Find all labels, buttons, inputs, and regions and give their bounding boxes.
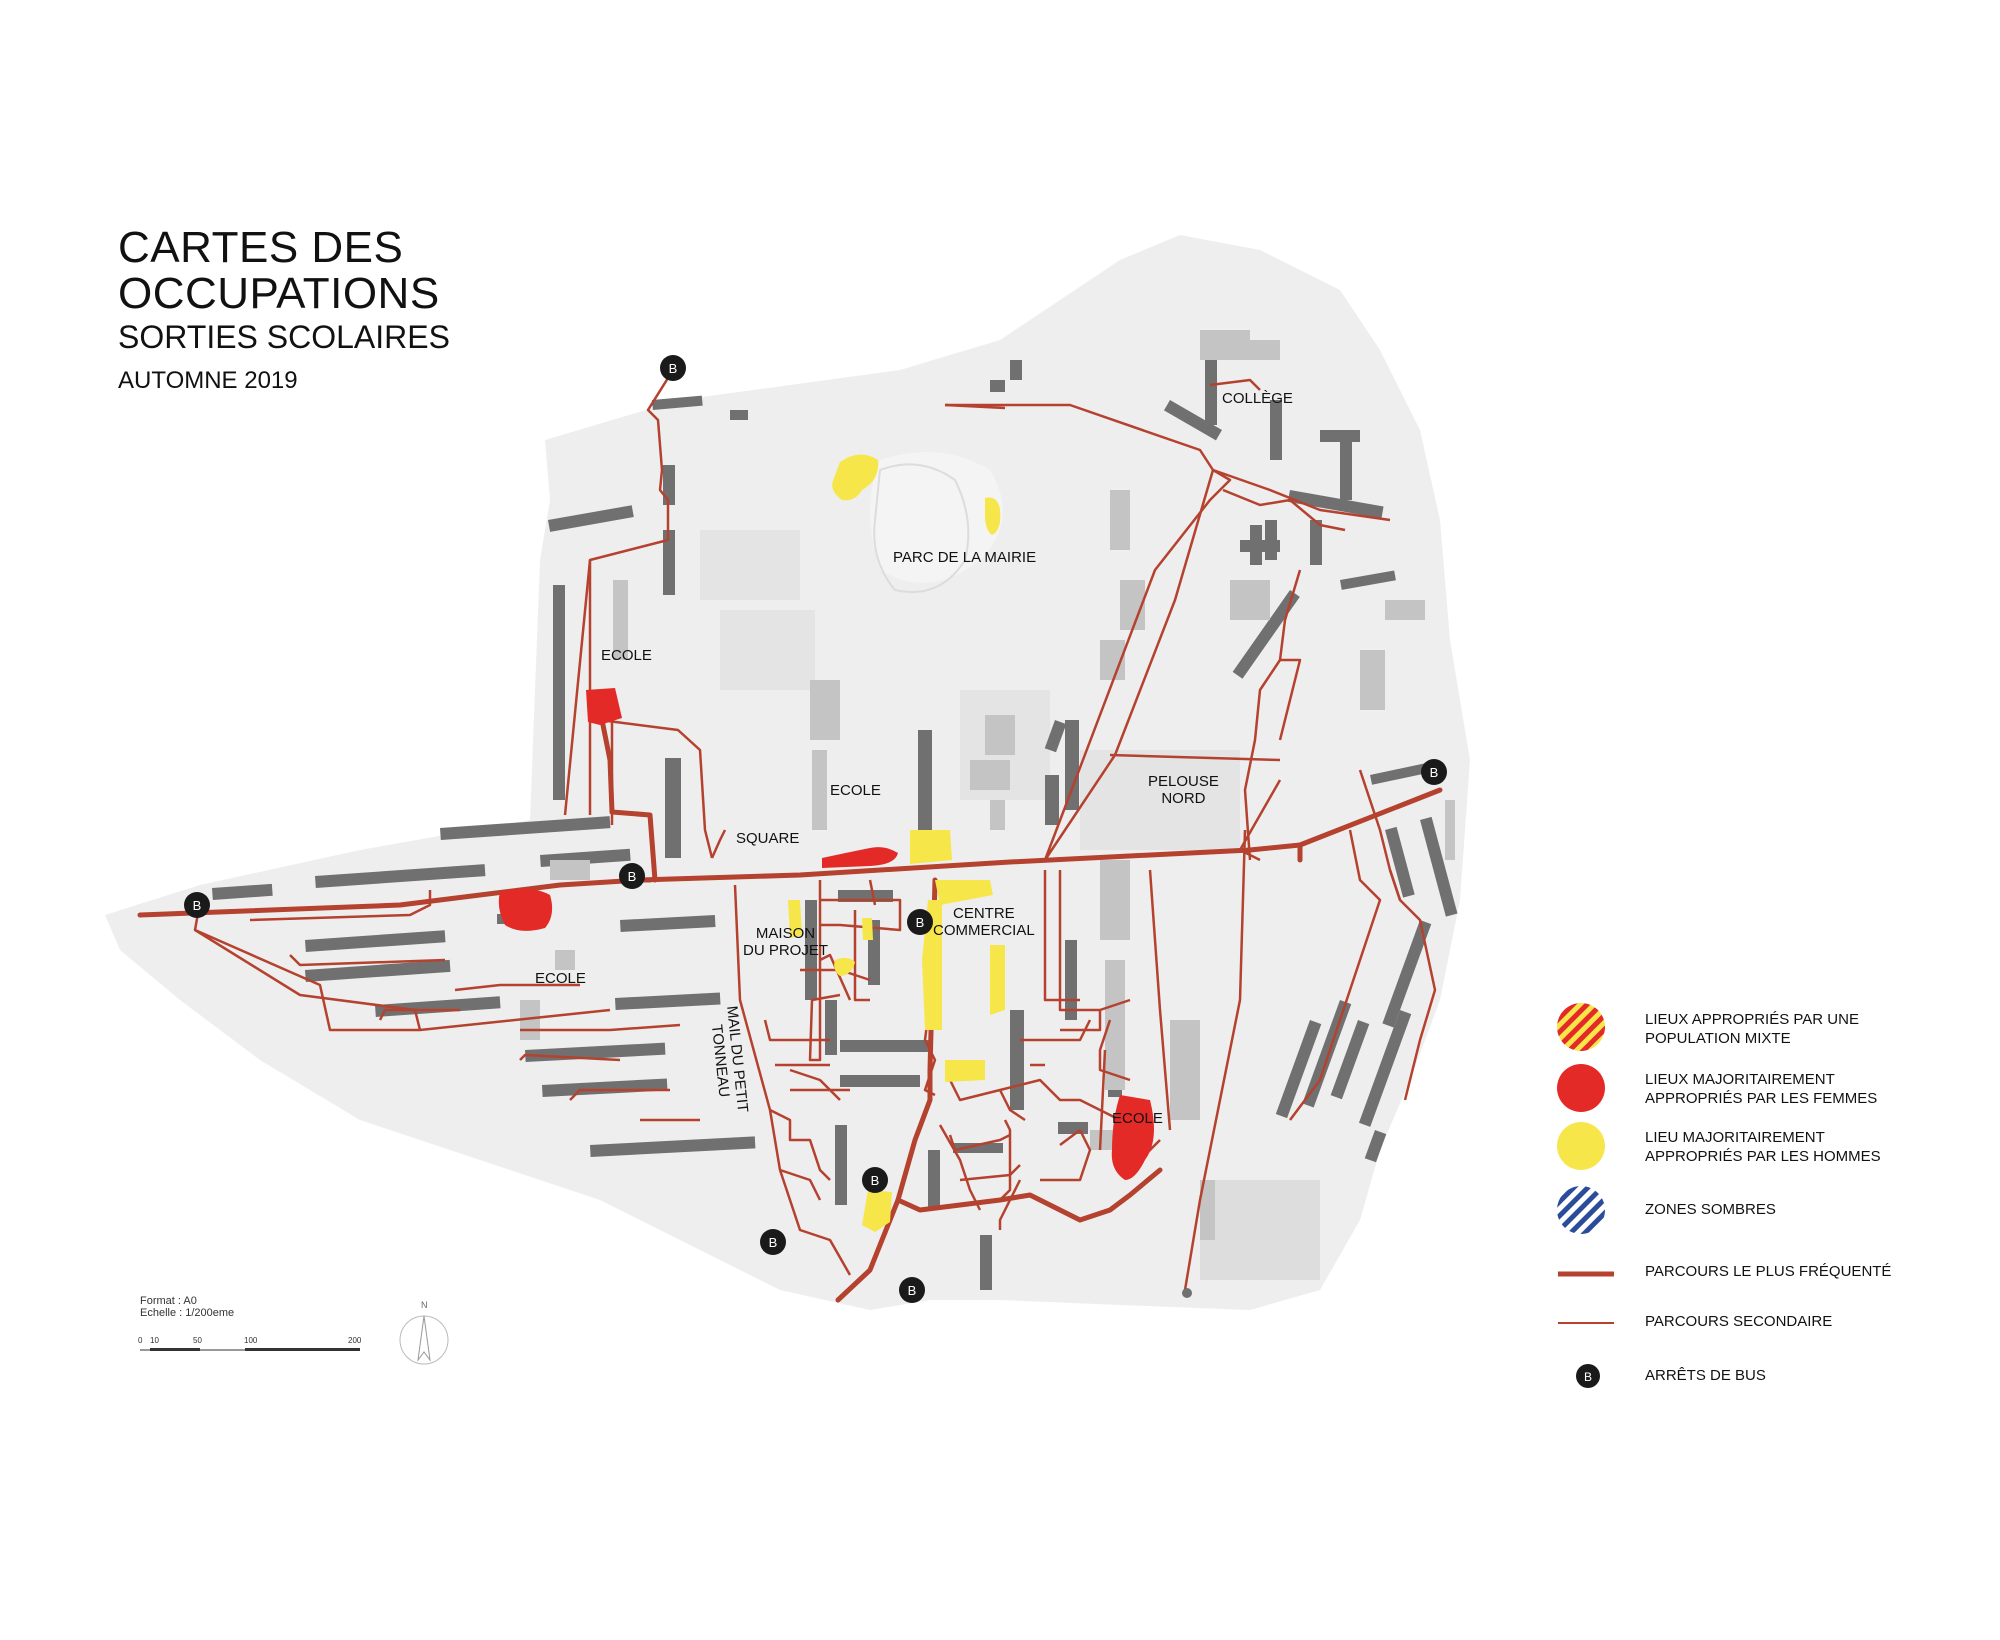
legend-sombres-text: ZONES SOMBRES (1645, 1201, 1776, 1218)
legend-bus-text: ARRÊTS DE BUS (1645, 1367, 1766, 1384)
scale-tick-100: 100 (244, 1336, 258, 1345)
women-zone-school-nw (586, 688, 622, 725)
legend-main-path-text: PARCOURS LE PLUS FRÉQUENTÉ (1645, 1263, 1892, 1280)
north-arrow (399, 1315, 449, 1365)
men-zone-parc-e (985, 497, 1001, 535)
legend-femmes-line-2: APPROPRIÉS PAR LES FEMMES (1645, 1090, 1878, 1107)
men-zone-maison-1 (788, 900, 802, 938)
men-zones (788, 454, 1005, 1232)
bus-stop-west: B (184, 892, 210, 918)
label-maison-line-1: MAISON (755, 925, 816, 942)
svg-text:B: B (1430, 765, 1439, 780)
label-maison-projet: MAISON DU PROJET (743, 925, 828, 959)
legend-row-secondary-path: PARCOURS SECONDAIRE (1555, 1312, 1975, 1362)
men-zone-centre-3 (990, 945, 1005, 1015)
label-centre-line-2: COMMERCIAL (933, 922, 1035, 939)
scale-info: Format : A0 Echelle : 1/200eme (140, 1295, 234, 1319)
legend-hommes-line-1: LIEU MAJORITAIREMENT (1645, 1129, 1825, 1146)
parc-mairie-outline (873, 463, 970, 593)
men-zone-maison-3 (834, 957, 855, 976)
legend-mixte-line-1: LIEUX APPROPRIÉS PAR UNE (1645, 1011, 1859, 1028)
label-ecole-nw: ECOLE (601, 647, 652, 664)
marker-dot (1182, 1288, 1192, 1298)
legend-bus-icon (1576, 1364, 1600, 1388)
scale-echelle: Echelle : 1/200eme (140, 1307, 235, 1319)
title-season: AUTOMNE 2019 (118, 367, 298, 394)
bus-stop-centre: B (907, 909, 933, 935)
men-zone-centre-4 (945, 1060, 985, 1082)
label-pelouse-line-2: NORD (1161, 790, 1206, 807)
svg-text:B: B (628, 869, 637, 884)
men-zone-square (910, 830, 952, 864)
women-zone-school-w (498, 888, 553, 931)
bus-stop-east: B (1421, 759, 1447, 785)
svg-text:B: B (769, 1235, 778, 1250)
legend-secondary-path-text: PARCOURS SECONDAIRE (1645, 1313, 1833, 1330)
scale-format: Format : A0 (140, 1295, 197, 1307)
women-zone-square (822, 847, 898, 868)
svg-text:B: B (916, 915, 925, 930)
bus-stop-south-1: B (862, 1167, 888, 1193)
legend-row-femmes: LIEUX MAJORITAIREMENT APPROPRIÉS PAR LES… (1555, 1070, 1975, 1120)
title-line-1: CARTES DES (118, 223, 404, 272)
bus-stop-mid-west: B (619, 863, 645, 889)
label-pelouse-line-1: PELOUSE (1148, 773, 1219, 790)
bus-stop-south-2: B (760, 1229, 786, 1255)
label-ecole-center: ECOLE (830, 782, 881, 799)
label-ecole-w: ECOLE (535, 970, 586, 987)
map-title: CARTES DES OCCUPATIONS SORTIES SCOLAIRES… (118, 225, 450, 401)
svg-text:B: B (1584, 1370, 1592, 1384)
svg-text:B: B (193, 898, 202, 913)
legend-sombres-icon (1557, 1186, 1605, 1234)
scale-tick-10: 10 (150, 1336, 159, 1345)
men-zone-parc-w (832, 454, 879, 501)
legend-femmes-line-1: LIEUX MAJORITAIREMENT (1645, 1071, 1835, 1088)
north-label: N (421, 1300, 428, 1310)
men-zone-bus-south (862, 1190, 892, 1232)
label-centre-commercial: CENTRE COMMERCIAL (933, 905, 1035, 939)
label-college: COLLÈGE (1222, 390, 1293, 407)
label-parc-mairie: PARC DE LA MAIRIE (893, 549, 1037, 566)
main-paths (137, 707, 1443, 1303)
bus-stop-north: B (660, 355, 686, 381)
scale-bar (140, 1348, 360, 1351)
scale-tick-0: 0 (138, 1336, 143, 1345)
label-maison-line-2: DU PROJET (743, 942, 829, 959)
label-centre-line-1: CENTRE (953, 905, 1015, 922)
bus-stops: B B B B B B B B (184, 355, 1447, 1303)
legend-row-main-path: PARCOURS LE PLUS FRÉQUENTÉ (1555, 1262, 1975, 1312)
title-subtitle: SORTIES SCOLAIRES (118, 319, 450, 355)
scale-tick-200: 200 (348, 1336, 362, 1345)
legend-row-hommes: LIEU MAJORITAIREMENT APPROPRIÉS PAR LES … (1555, 1128, 1975, 1178)
legend-mixte-line-2: POPULATION MIXTE (1645, 1030, 1791, 1047)
svg-text:B: B (669, 361, 678, 376)
men-zone-maison-2 (862, 918, 873, 940)
label-pelouse-nord: PELOUSE NORD (1148, 773, 1219, 807)
title-line-2: OCCUPATIONS (118, 269, 440, 318)
scale-tick-50: 50 (193, 1336, 202, 1345)
legend-hommes-icon (1557, 1122, 1605, 1170)
secondary-paths (193, 369, 1437, 1291)
label-ecole-se: ECOLE (1112, 1110, 1163, 1127)
legend-row-sombres: ZONES SOMBRES (1555, 1200, 1975, 1250)
light-areas (700, 452, 1320, 1280)
legend-femmes-icon (1557, 1064, 1605, 1112)
bus-stop-south-3: B (899, 1277, 925, 1303)
legend-mixte-icon (1557, 1003, 1605, 1051)
men-zone-centre-1 (935, 880, 993, 905)
svg-text:B: B (908, 1283, 917, 1298)
women-zone-school-se (1111, 1095, 1154, 1180)
legend-row-mixte: LIEUX APPROPRIÉS PAR UNE POPULATION MIXT… (1555, 1010, 1975, 1060)
label-square: SQUARE (736, 830, 800, 847)
legend-hommes-line-2: APPROPRIÉS PAR LES HOMMES (1645, 1148, 1881, 1165)
legend-symbols: B (1557, 1003, 1614, 1388)
svg-text:B: B (871, 1173, 880, 1188)
legend-row-bus: ARRÊTS DE BUS (1555, 1366, 1975, 1416)
women-zones (498, 688, 1154, 1180)
